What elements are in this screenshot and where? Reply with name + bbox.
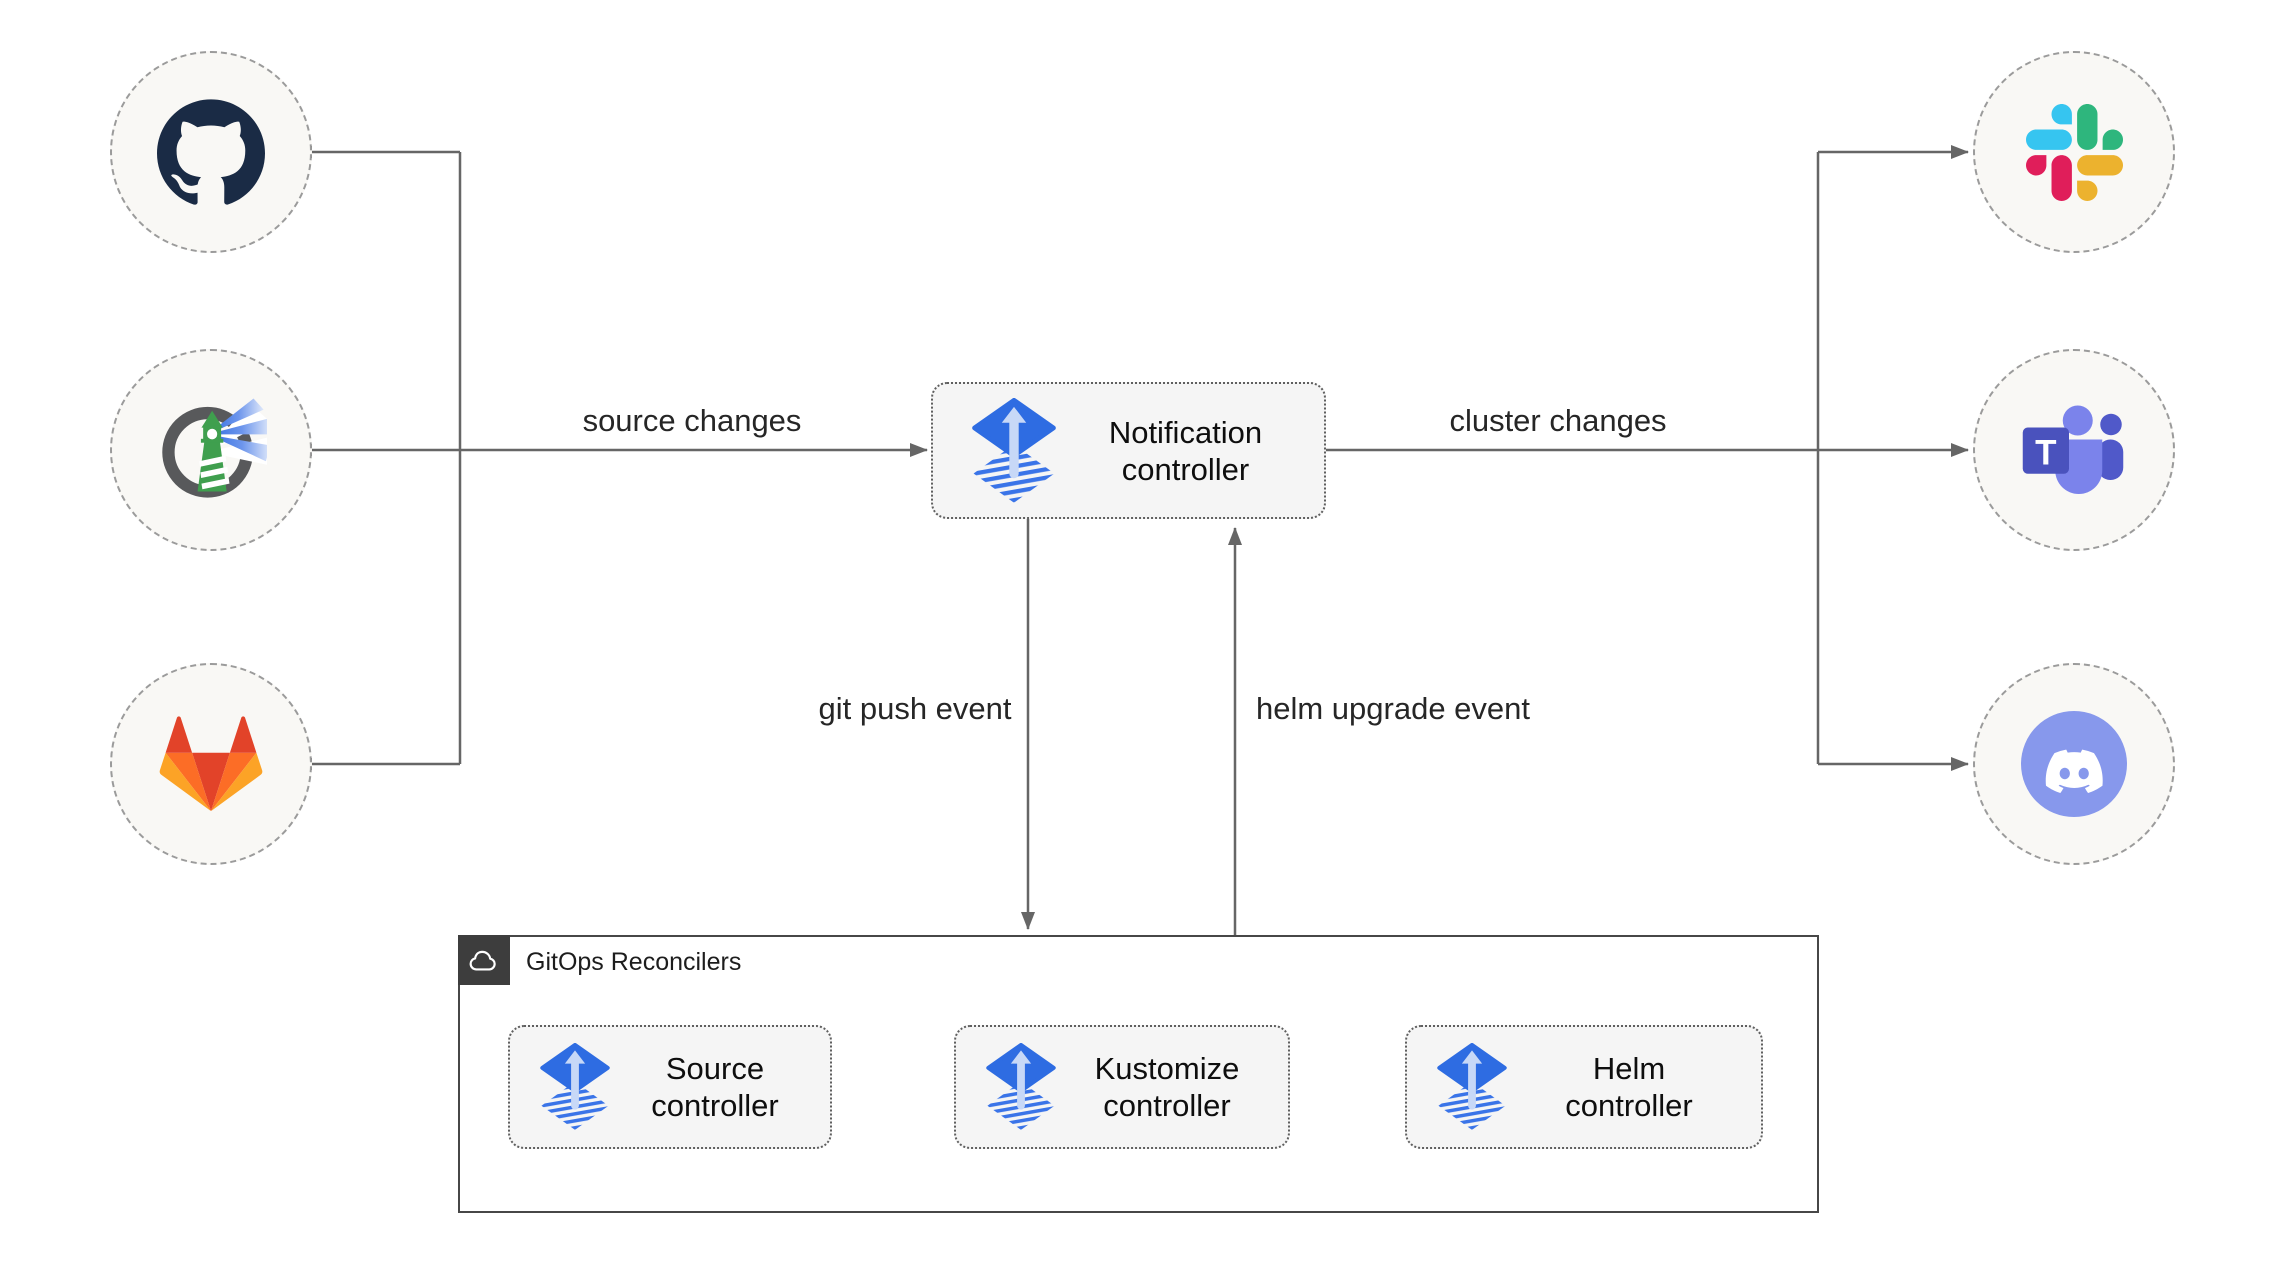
source-controller-node: Source controller	[508, 1025, 832, 1149]
harbor-lighthouse-icon	[162, 398, 267, 498]
group-title: GitOps Reconcilers	[526, 948, 742, 976]
discord-icon	[2021, 711, 2127, 817]
edge-label-cluster-changes: cluster changes	[1449, 403, 1667, 438]
edge-label-source-changes: source changes	[582, 403, 802, 438]
node-label: Source controller	[651, 1051, 779, 1123]
edge-label-git-push-event: git push event	[818, 691, 1012, 726]
teams-monogram: T	[2035, 434, 2056, 473]
group-header	[458, 935, 510, 985]
target-node-teams: T	[1973, 349, 2175, 551]
cloud-icon	[469, 950, 496, 970]
edge-label-helm-upgrade-event: helm upgrade event	[1255, 691, 1531, 726]
flux-icon	[1433, 1043, 1511, 1131]
notification-controller-node: Notification controller	[931, 382, 1326, 519]
source-node-github	[110, 51, 312, 253]
source-node-gitlab	[110, 663, 312, 865]
target-node-discord	[1973, 663, 2175, 865]
gitlab-icon	[159, 715, 263, 811]
flux-icon	[967, 397, 1061, 504]
teams-icon: T	[2022, 405, 2124, 494]
node-label: Kustomize controller	[1094, 1051, 1240, 1123]
flux-icon	[982, 1043, 1060, 1131]
kustomize-controller-node: Kustomize controller	[954, 1025, 1290, 1149]
node-label: Helm controller	[1565, 1051, 1693, 1123]
source-node-harbor	[110, 349, 312, 551]
github-icon	[157, 99, 265, 205]
target-node-slack	[1973, 51, 2175, 253]
helm-controller-node: Helm controller	[1405, 1025, 1763, 1149]
slack-icon	[2025, 103, 2123, 201]
node-label: Notification controller	[1108, 414, 1263, 487]
flux-icon	[536, 1043, 614, 1131]
